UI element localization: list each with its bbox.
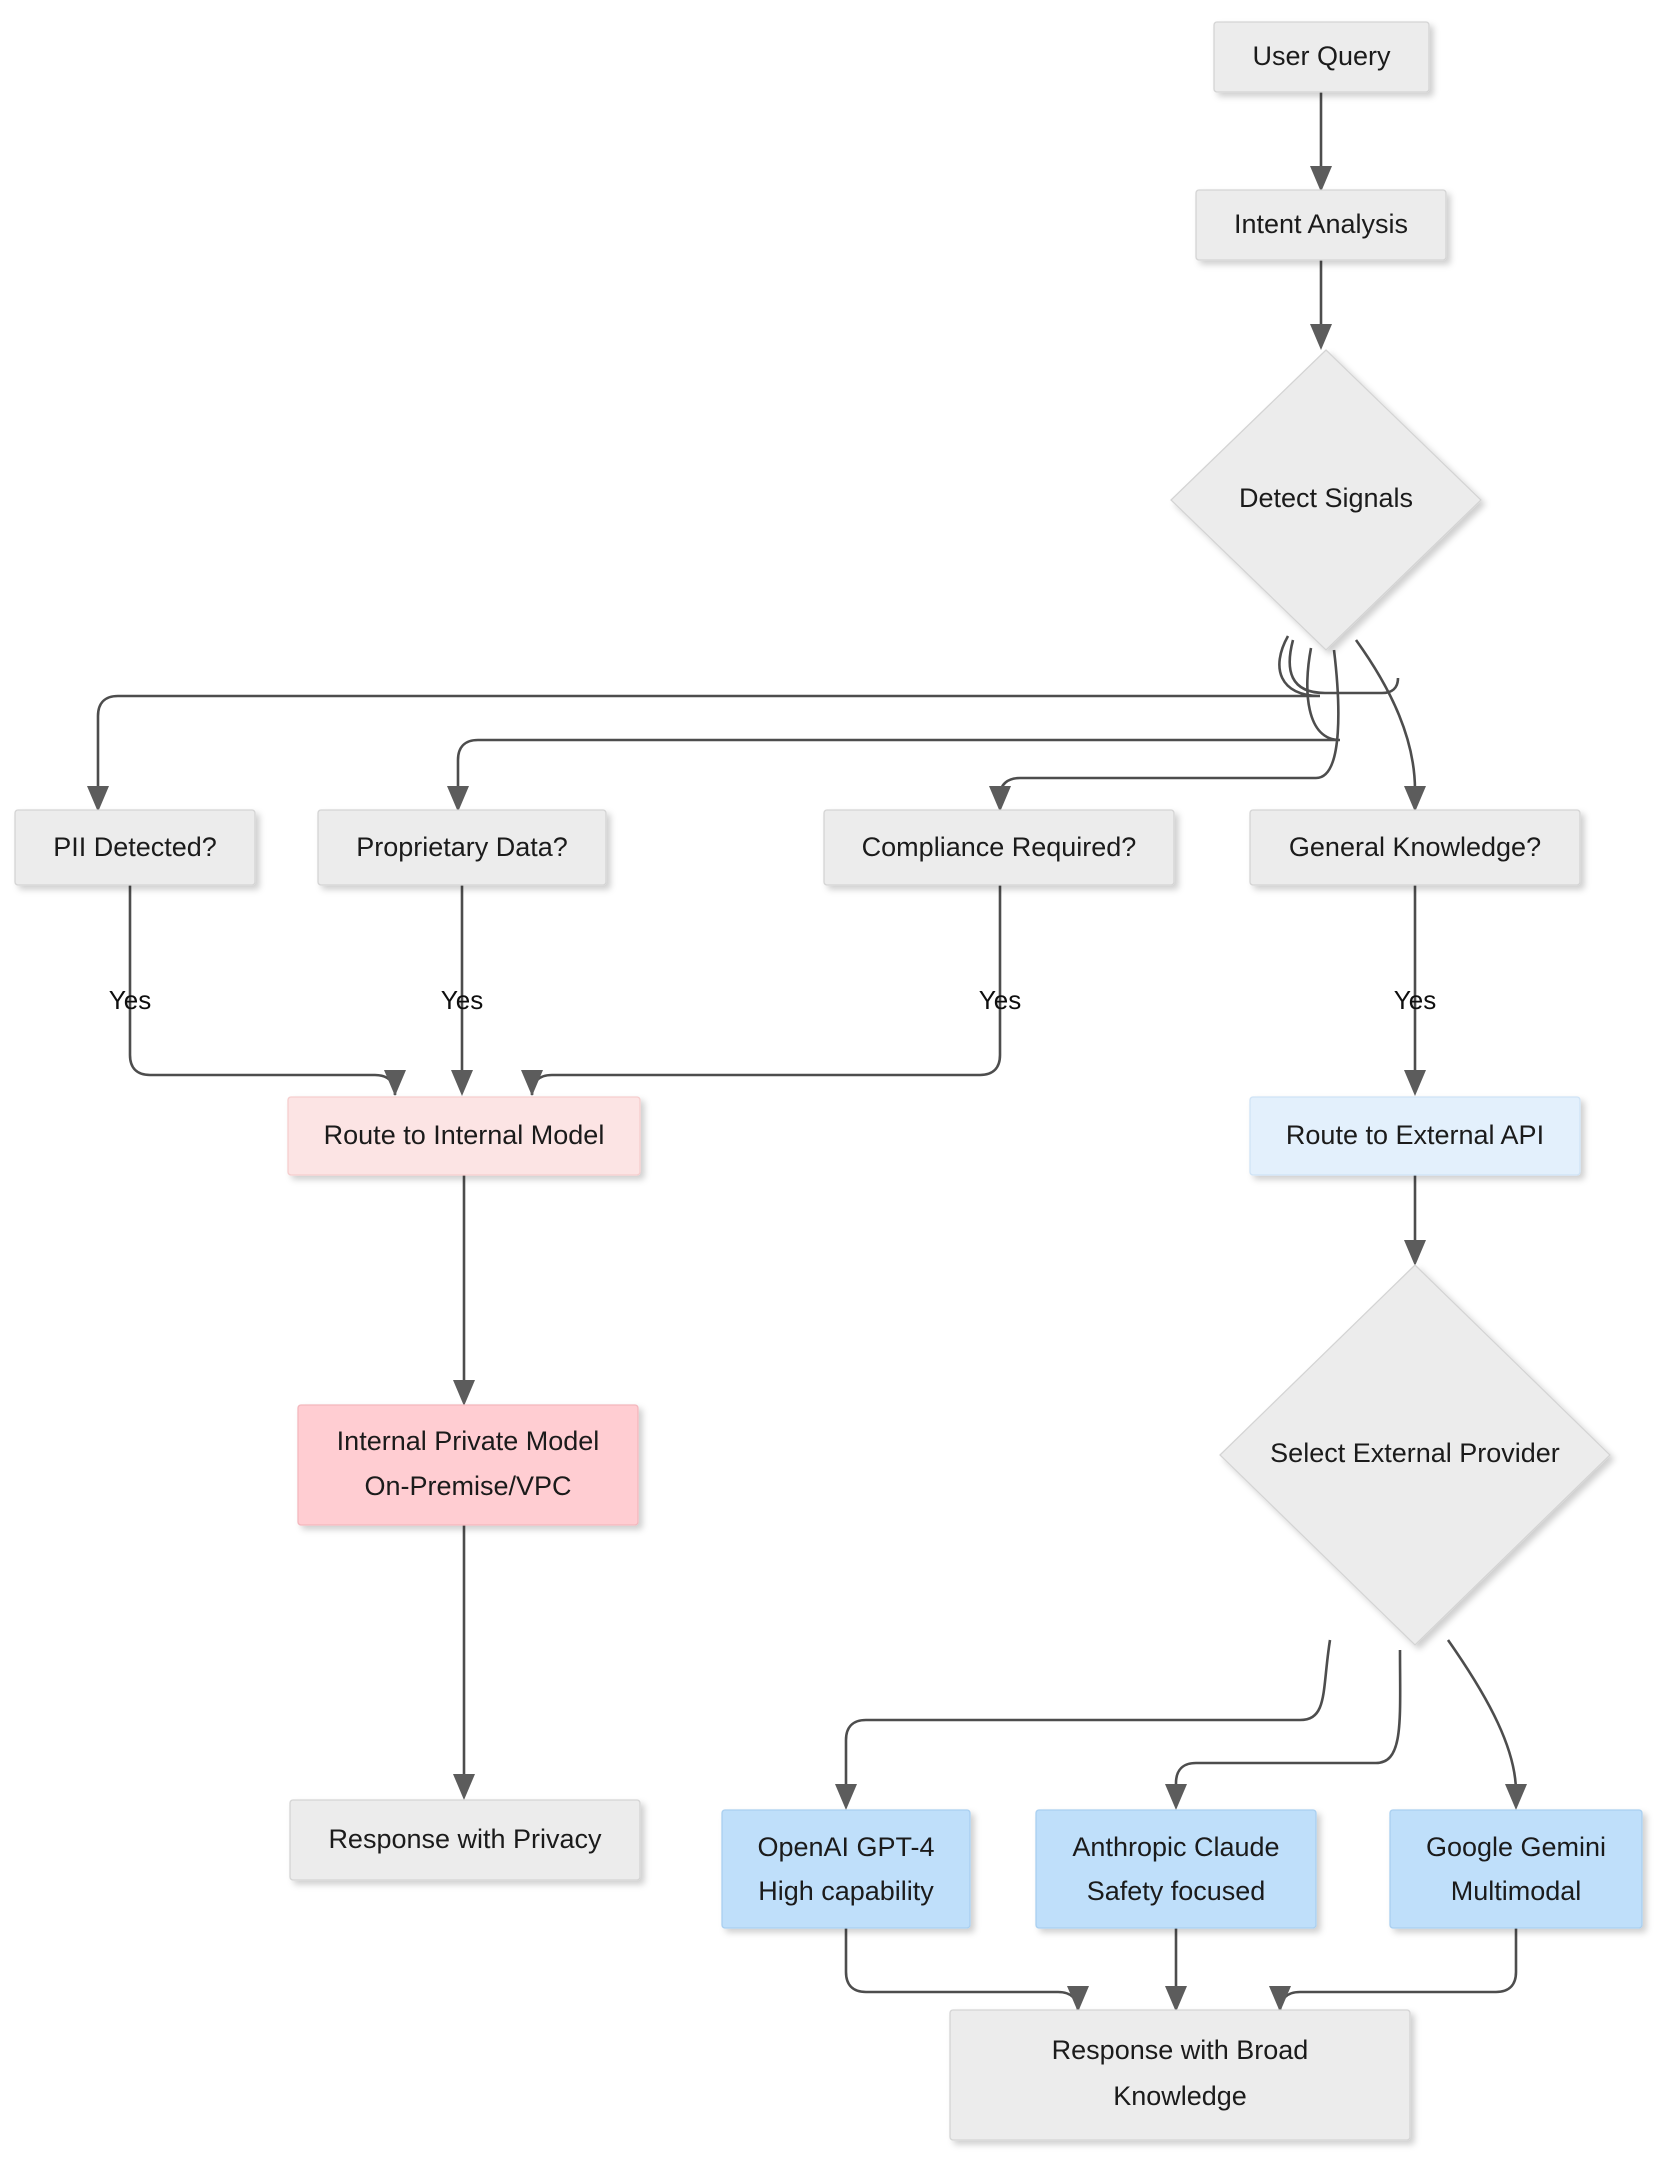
node-proprietary-data[interactable]: Proprietary Data?: [317, 809, 607, 886]
node-select-external-provider-shape: [1219, 1264, 1611, 1646]
edge-detect-to-compliance: [989, 649, 1340, 812]
edge-label-yes-general: Yes: [1394, 985, 1436, 1015]
node-compliance-required-shape: [823, 809, 1175, 886]
node-google-gemini[interactable]: Google Gemini Multimodal: [1389, 1809, 1643, 1929]
edge-gemini-to-response-broad: [1269, 1928, 1518, 2013]
edge-select-provider-to-openai: [835, 1639, 1332, 1810]
edge-labels-layer: Yes Yes Yes Yes: [109, 985, 1436, 1015]
node-route-to-internal-model-shape: [287, 1096, 641, 1176]
node-route-to-external-api-shape: [1249, 1096, 1581, 1176]
node-intent-analysis-shape: [1195, 189, 1447, 261]
node-response-broad-line2: Knowledge: [1113, 2081, 1247, 2111]
edge-select-provider-to-anthropic: [1165, 1649, 1402, 1810]
node-detect-signals-label: Detect Signals: [1239, 483, 1413, 513]
node-openai-gpt4-line2: High capability: [758, 1876, 934, 1906]
edge-anthropic-to-response-broad: [1165, 1928, 1187, 2012]
node-response-with-privacy-label: Response with Privacy: [328, 1824, 602, 1854]
edge-route-external-to-select-provider: [1404, 1175, 1426, 1266]
edge-general-to-route-external: [1404, 885, 1426, 1096]
node-anthropic-claude-shape: [1035, 1809, 1317, 1929]
edge-model-to-response-privacy: [453, 1525, 475, 1800]
edge-intent-to-detect: [1310, 260, 1332, 350]
node-route-to-external-api-label: Route to External API: [1286, 1120, 1544, 1150]
edge-detect-to-proprietary: [447, 647, 1341, 812]
node-detect-signals-shape: [1170, 349, 1482, 651]
edge-label-yes-compliance: Yes: [979, 985, 1021, 1015]
edge-route-internal-to-model: [453, 1175, 475, 1406]
node-internal-private-model-line2: On-Premise/VPC: [364, 1471, 571, 1501]
node-route-to-internal-model[interactable]: Route to Internal Model: [287, 1096, 641, 1176]
node-general-knowledge-label: General Knowledge?: [1289, 832, 1541, 862]
node-route-to-internal-model-label: Route to Internal Model: [324, 1120, 605, 1150]
node-anthropic-claude-line2: Safety focused: [1087, 1876, 1266, 1906]
node-user-query-shape: [1213, 21, 1430, 93]
node-internal-private-model-line1: Internal Private Model: [337, 1426, 600, 1456]
node-response-with-broad-knowledge-shape: [949, 2009, 1411, 2141]
node-openai-gpt4-line1: OpenAI GPT-4: [757, 1832, 934, 1862]
node-pii-detected-shape: [14, 809, 256, 886]
node-response-with-privacy[interactable]: Response with Privacy: [289, 1799, 641, 1881]
node-response-with-privacy-shape: [289, 1799, 641, 1881]
node-detect-signals[interactable]: Detect Signals: [1170, 349, 1482, 651]
node-proprietary-data-shape: [317, 809, 607, 886]
node-proprietary-data-label: Proprietary Data?: [356, 832, 568, 862]
node-internal-private-model[interactable]: Internal Private Model On-Premise/VPC: [297, 1404, 639, 1526]
node-anthropic-claude[interactable]: Anthropic Claude Safety focused: [1035, 1809, 1317, 1929]
node-general-knowledge[interactable]: General Knowledge?: [1249, 809, 1581, 886]
edge-proprietary-to-route-internal: [451, 885, 473, 1096]
edge-detect-to-general: [1354, 639, 1426, 812]
node-general-knowledge-shape: [1249, 809, 1581, 886]
edge-detect-to-pii: [87, 635, 1400, 812]
node-user-query[interactable]: User Query: [1213, 21, 1430, 93]
node-route-to-external-api[interactable]: Route to External API: [1249, 1096, 1581, 1176]
node-pii-detected[interactable]: PII Detected?: [14, 809, 256, 886]
node-intent-analysis-label: Intent Analysis: [1234, 209, 1408, 239]
node-google-gemini-line1: Google Gemini: [1426, 1832, 1606, 1862]
node-intent-analysis[interactable]: Intent Analysis: [1195, 189, 1447, 261]
edge-label-yes-pii: Yes: [109, 985, 151, 1015]
node-compliance-required-label: Compliance Required?: [862, 832, 1137, 862]
node-select-external-provider[interactable]: Select External Provider: [1219, 1264, 1611, 1646]
node-anthropic-claude-line1: Anthropic Claude: [1072, 1832, 1279, 1862]
node-response-broad-line1: Response with Broad: [1052, 2035, 1309, 2065]
edge-openai-to-response-broad: [844, 1928, 1089, 2013]
node-openai-gpt4-shape: [721, 1809, 971, 1929]
node-user-query-label: User Query: [1252, 41, 1391, 71]
edge-user-query-to-intent: [1310, 92, 1332, 192]
node-internal-private-model-shape: [297, 1404, 639, 1526]
edges-layer: [87, 92, 1527, 2013]
node-compliance-required[interactable]: Compliance Required?: [823, 809, 1175, 886]
node-response-with-broad-knowledge[interactable]: Response with Broad Knowledge: [949, 2009, 1411, 2141]
nodes-layer: User Query Intent Analysis Detect Signal…: [14, 21, 1643, 2141]
node-openai-gpt4[interactable]: OpenAI GPT-4 High capability: [721, 1809, 971, 1929]
edge-compliance-to-route-internal: [521, 885, 1002, 1096]
edge-label-yes-proprietary: Yes: [441, 985, 483, 1015]
node-select-external-provider-label: Select External Provider: [1270, 1438, 1560, 1468]
node-google-gemini-line2: Multimodal: [1451, 1876, 1582, 1906]
node-google-gemini-shape: [1389, 1809, 1643, 1929]
edge-select-provider-to-gemini: [1446, 1639, 1527, 1810]
node-pii-detected-label: PII Detected?: [53, 832, 217, 862]
edge-pii-to-route-internal: [128, 885, 406, 1096]
